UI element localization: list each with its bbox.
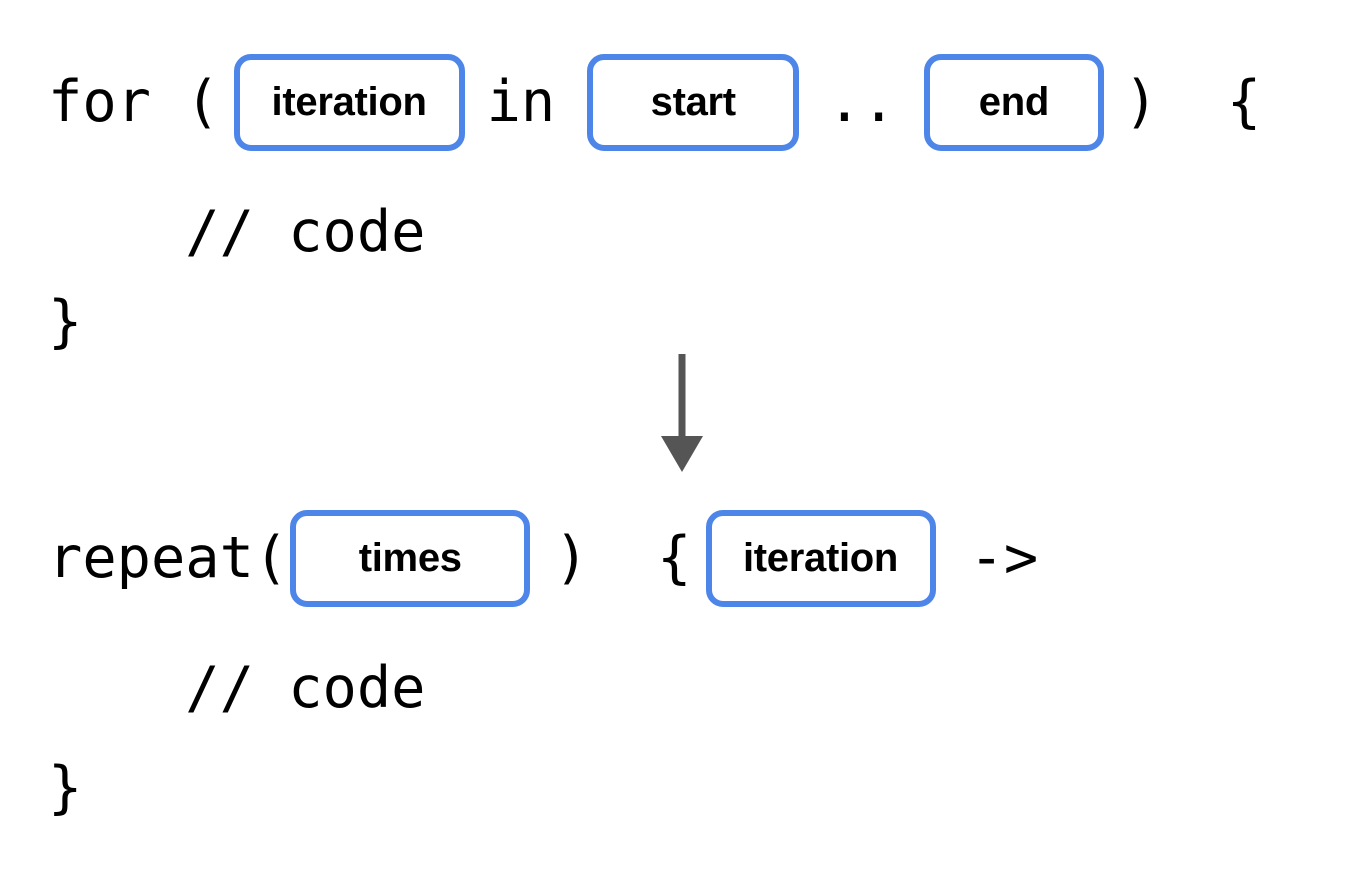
code-line-repeat-header: repeat( times ) { iteration -> (0, 508, 1362, 608)
code-token-closing-brace: } (48, 288, 83, 355)
code-token-for-open: for ( (48, 68, 220, 135)
code-line-for-header: for ( iteration in start .. end ) { (0, 52, 1362, 152)
arrow-down-icon (650, 350, 770, 475)
code-token-lambda-arrow: -> (969, 524, 1039, 591)
code-line-for-closing-brace: } (0, 272, 1362, 372)
code-token-range-operator: .. (827, 68, 896, 135)
chip-end[interactable]: end (923, 53, 1104, 151)
code-line-for-body: // code (0, 182, 1362, 282)
code-comment-body-repeat: // code (48, 654, 426, 721)
code-token-in: in (486, 68, 556, 135)
chip-iteration-lambda-param[interactable]: iteration (705, 509, 936, 607)
chip-start[interactable]: start (587, 53, 800, 151)
code-token-repeat-mid: ) { (554, 524, 692, 591)
code-line-repeat-body: // code (0, 638, 1362, 738)
code-token-repeat-open: repeat( (48, 524, 289, 591)
chip-iteration[interactable]: iteration (233, 53, 465, 151)
chip-times[interactable]: times (290, 509, 531, 607)
code-token-closing-brace-repeat: } (48, 754, 83, 821)
code-line-repeat-closing-brace: } (0, 738, 1362, 838)
code-token-for-close: ) { (1123, 68, 1262, 135)
code-comment-body: // code (48, 198, 426, 265)
